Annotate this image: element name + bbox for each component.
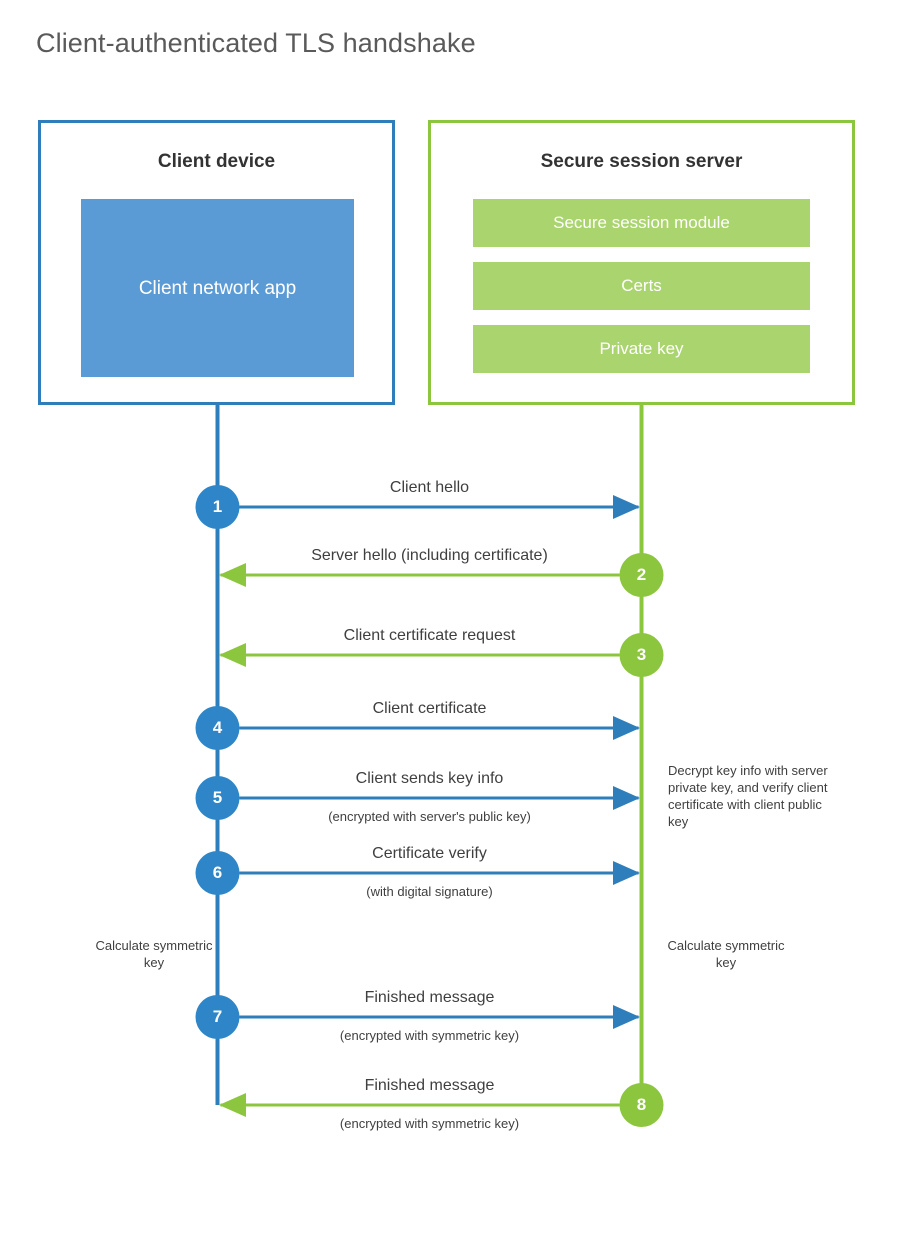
- message-label-8: Finished message: [364, 1077, 495, 1094]
- secure-session-server-title: Secure session server: [540, 151, 743, 172]
- step-circle-8[interactable]: [619, 1083, 664, 1127]
- client-calculate-symmetric-key-note: Calculate symmetric key: [95, 938, 213, 970]
- message-label-5: Client sends key info: [355, 770, 504, 787]
- message-sublabel-7: (encrypted with symmetric key): [339, 1028, 520, 1043]
- message-label-3: Client certificate request: [343, 627, 516, 644]
- server-module-secure-session-module: Secure session module: [473, 199, 810, 247]
- message-sublabel-6: (with digital signature): [366, 884, 493, 899]
- step-circle-7[interactable]: [195, 995, 240, 1039]
- page-title: Client-authenticated TLS handshake: [36, 28, 476, 58]
- step-circles: [195, 485, 664, 1127]
- message-label-1: Client hello: [389, 479, 470, 496]
- message-label-6: Certificate verify: [372, 845, 487, 862]
- secure-session-server-box: Secure session server Secure session mod…: [428, 120, 855, 405]
- server-decrypt-note: Decrypt key info with server private key…: [668, 763, 828, 829]
- step-circle-4[interactable]: [195, 706, 240, 750]
- message-sublabel-5: (encrypted with server's public key): [328, 809, 531, 824]
- message-sublabel-8: (encrypted with symmetric key): [339, 1116, 520, 1131]
- client-device-title: Client device: [157, 151, 276, 172]
- client-device-box: Client device Client network app: [38, 120, 395, 405]
- message-label-4: Client certificate: [372, 700, 487, 717]
- step-circle-2[interactable]: [619, 553, 664, 597]
- message-label-7: Finished message: [364, 989, 495, 1006]
- server-calculate-symmetric-key-note: Calculate symmetric key: [667, 938, 785, 970]
- step-circle-6[interactable]: [195, 851, 240, 895]
- step-circle-5[interactable]: [195, 776, 240, 820]
- step-circle-1[interactable]: [195, 485, 240, 529]
- message-arrows: [219, 495, 640, 1117]
- server-module-private-key: Private key: [473, 325, 810, 373]
- message-label-2: Server hello (including certificate): [311, 547, 548, 564]
- server-module-certs: Certs: [473, 262, 810, 310]
- step-circle-3[interactable]: [619, 633, 664, 677]
- client-network-app-block: Client network app: [81, 199, 354, 377]
